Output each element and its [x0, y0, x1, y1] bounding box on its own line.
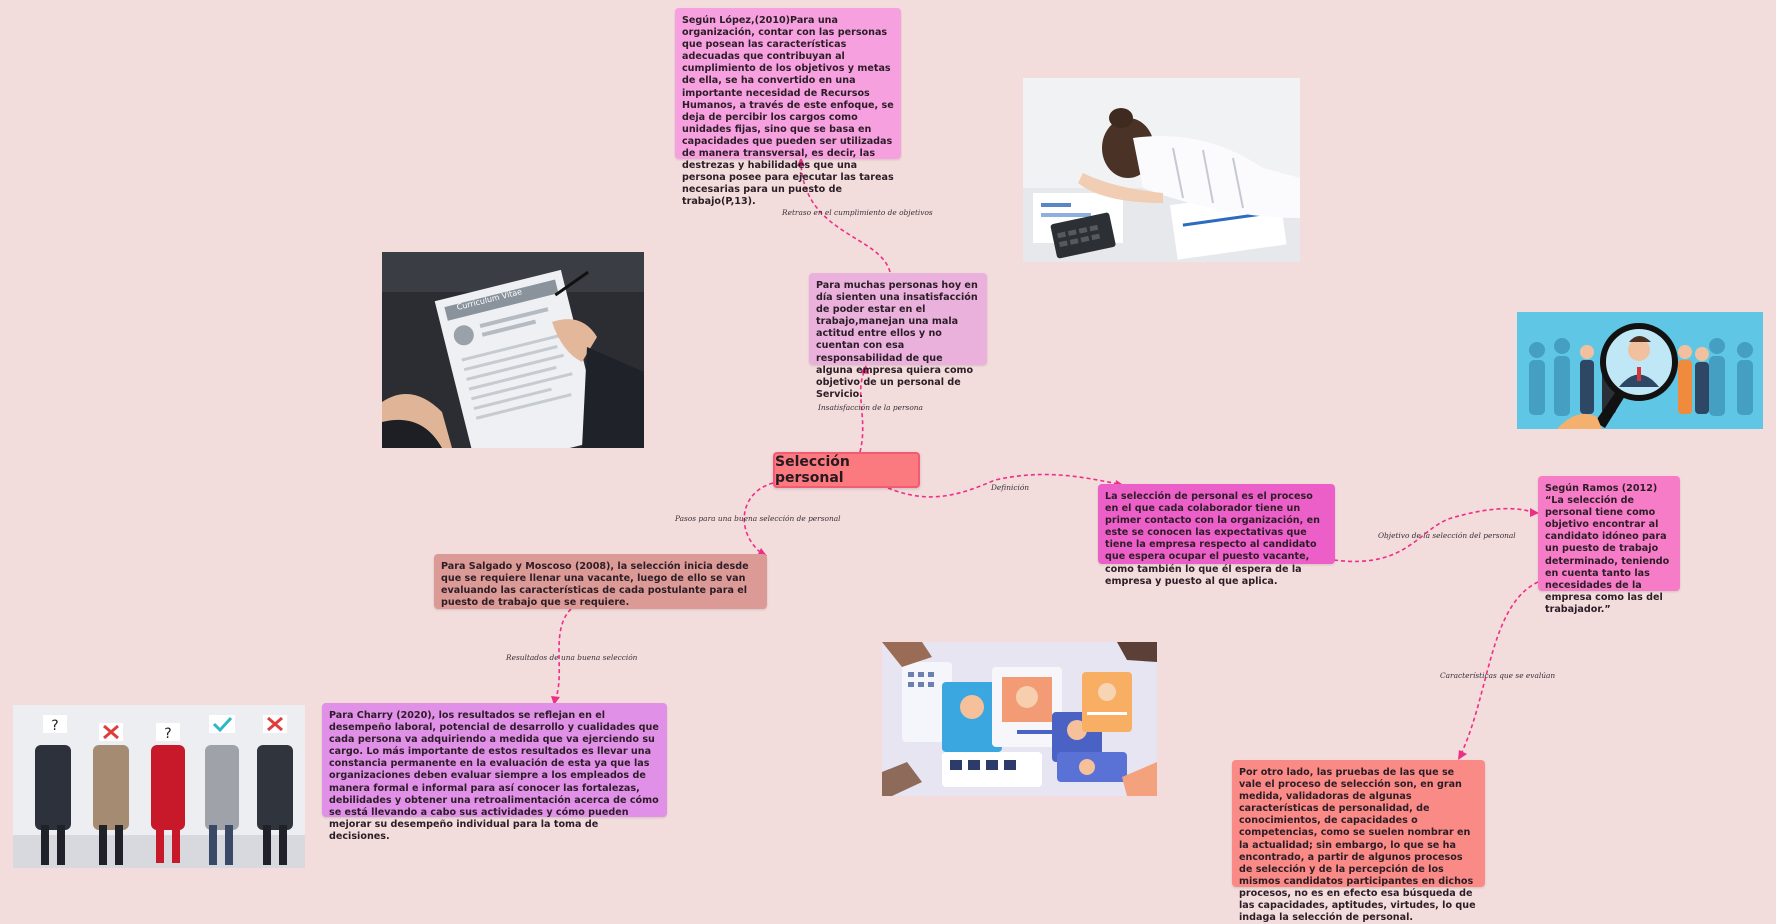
connector-insatisfaccion	[859, 371, 865, 453]
edge-label-pasos: Pasos para una buena selección de person…	[675, 514, 841, 523]
question-mark-icon: ?	[164, 726, 171, 742]
node-salgado[interactable]: Para Salgado y Moscoso (2008), la selecc…	[434, 554, 767, 609]
connector-caracteristicas	[1461, 581, 1539, 753]
cross-icon	[267, 716, 283, 732]
connector-pasos	[743, 482, 774, 553]
node-charry[interactable]: Para Charry (2020), los resultados se re…	[322, 703, 667, 842]
image-digital-recruiting	[882, 642, 1157, 796]
arrow-caracteristicas	[1458, 750, 1467, 760]
arrow-resultados	[551, 696, 560, 705]
question-mark-icon: ?	[51, 718, 58, 734]
image-candidate-search	[1517, 312, 1763, 429]
image-tired-worker	[1023, 78, 1300, 262]
node-ramos[interactable]: Según Ramos (2012) “La selección de pers…	[1538, 476, 1680, 615]
connector-resultados	[555, 608, 572, 699]
node-pruebas[interactable]: Por otro lado, las pruebas de las que se…	[1232, 760, 1485, 923]
edge-label-definicion: Definición	[991, 483, 1030, 492]
edge-label-resultados: Resultados de una buena selección	[506, 653, 638, 662]
connector-definicion	[887, 473, 1119, 498]
node-insatisfaccion[interactable]: Para muchas personas hoy en día sienten …	[809, 273, 987, 400]
central-topic[interactable]: Selección personal	[773, 452, 920, 488]
node-lopez[interactable]: Según López,(2010)Para una organización,…	[675, 8, 901, 207]
image-candidates-signs: ? ?	[13, 705, 305, 868]
cross-icon	[103, 724, 119, 740]
edge-label-caracteristicas: Características que se evalúan	[1440, 671, 1556, 680]
edge-label-retraso: Retraso en el cumplimiento de objetivos	[782, 208, 933, 217]
arrow-retraso	[797, 157, 805, 166]
connector-objetivo	[1333, 507, 1533, 563]
arrow-objetivo	[1530, 508, 1539, 517]
check-icon	[212, 716, 233, 733]
connector-retraso	[800, 163, 891, 273]
node-definicion[interactable]: La selección de personal es el proceso e…	[1098, 484, 1335, 587]
image-cv-review: Curriculum Vitae	[382, 252, 644, 448]
arrow-insatisfaccion	[860, 365, 869, 374]
edge-label-insatisfaccion: Insatisfacción de la persona	[818, 403, 923, 412]
edge-label-objetivo: Objetivo de la selección del personal	[1378, 531, 1516, 540]
